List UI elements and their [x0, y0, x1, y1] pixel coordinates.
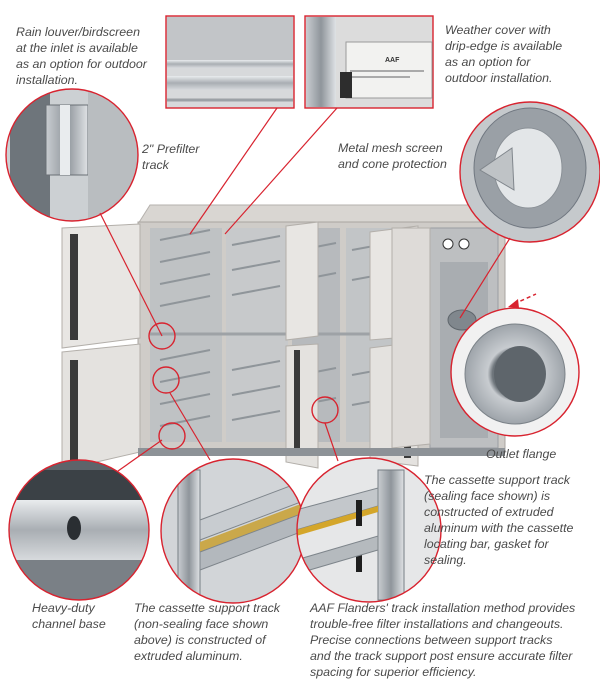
channel-base-inset [8, 459, 150, 601]
caption-track-installation: AAF Flanders' track installation method … [310, 601, 576, 679]
caption-weather-cover: Weather cover with drip-edge is availabl… [445, 23, 563, 85]
filter-bays [150, 228, 394, 442]
caption-prefilter-track: 2" Prefilter track [142, 142, 200, 172]
channel-base [138, 448, 505, 456]
caption-outlet-flange: Outlet flange [486, 447, 557, 461]
caption-rain-louver: Rain louver/birdscreen at the inlet is a… [16, 25, 147, 87]
caption-channel-base: Heavy-duty channel base [32, 601, 106, 631]
caption-metal-mesh: Metal mesh screen and cone protection [338, 141, 447, 171]
nonsealing-track-inset [160, 458, 306, 604]
filter-housing-cabinet [61, 204, 507, 471]
rain-louver-inset [165, 15, 295, 109]
weather-cover-inset: AAF [304, 15, 434, 109]
label-plate-brand: AAF [385, 57, 400, 64]
callout-marker-prefilter [148, 322, 176, 350]
outlet-flange-inset [450, 307, 580, 437]
prefilter-track-inset [5, 88, 139, 222]
callout-marker-base [158, 422, 186, 450]
mesh-screen-inset [459, 101, 600, 243]
sealing-track-inset [296, 457, 442, 603]
callout-marker-nonsealing [152, 366, 180, 394]
airflow-arrow [508, 293, 537, 308]
caption-cassette-nonsealing: The cassette support track (non-sealing … [134, 601, 281, 663]
caption-cassette-sealing: The cassette support track (sealing face… [424, 473, 574, 567]
